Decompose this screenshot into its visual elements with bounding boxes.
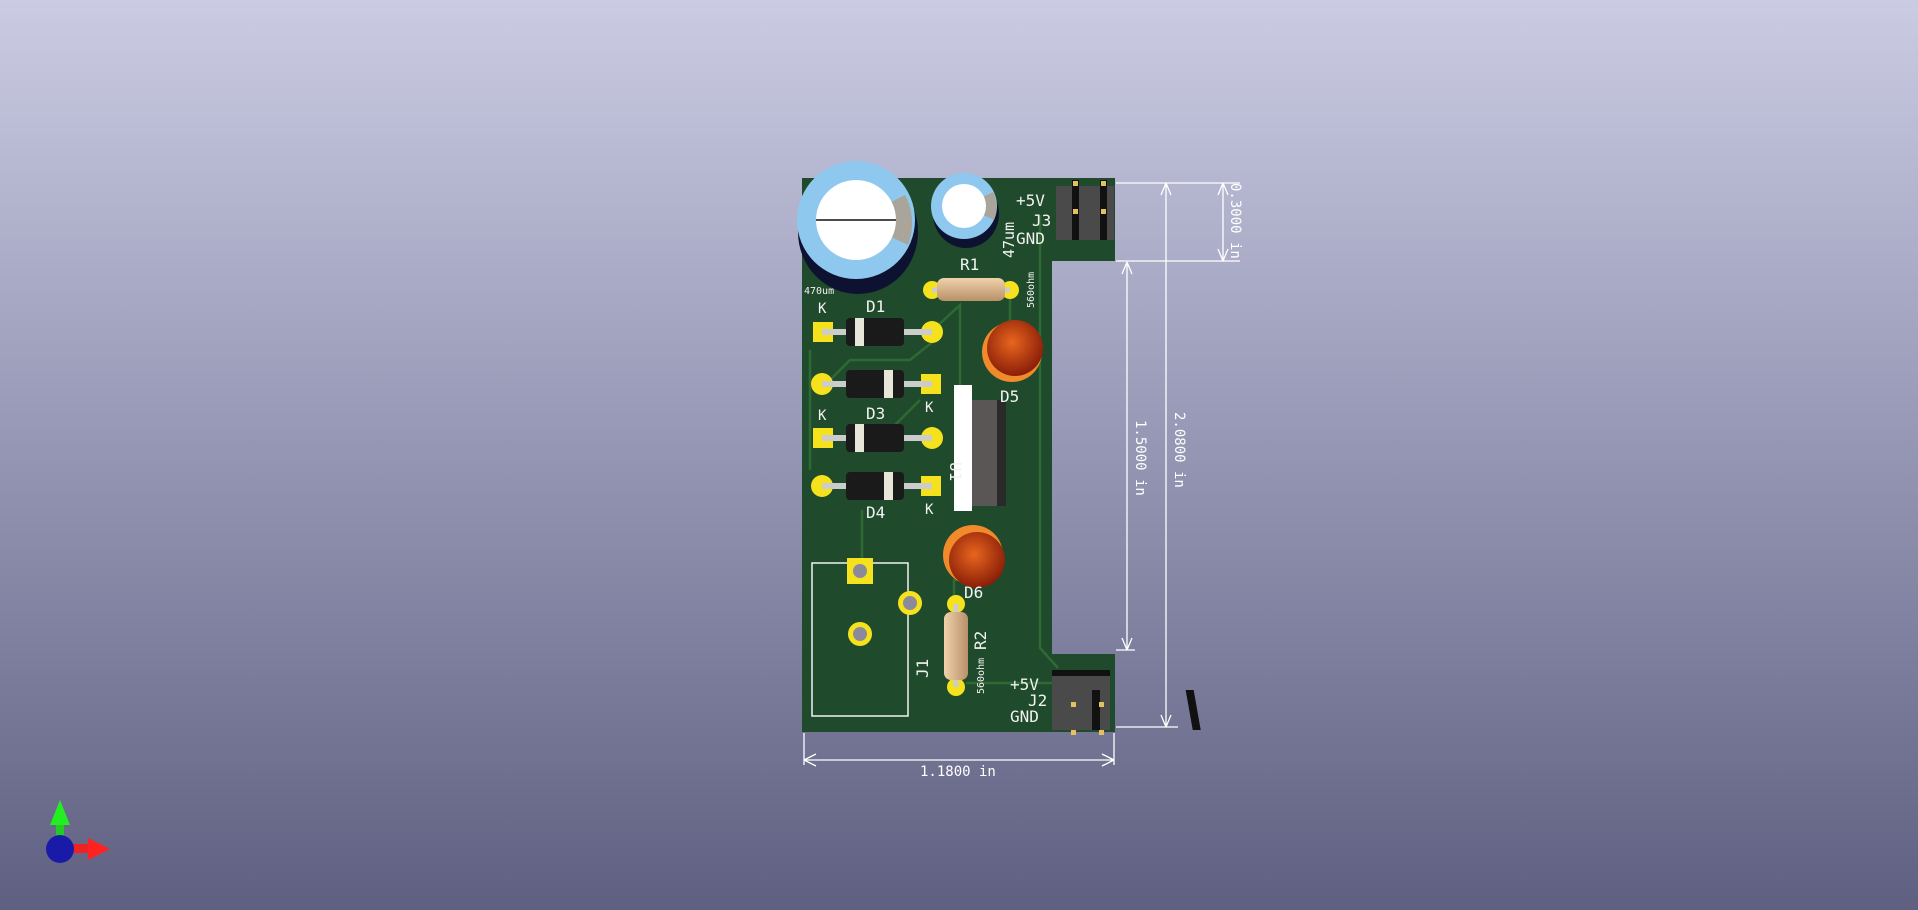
j2-gnd-label: GND bbox=[1010, 707, 1039, 726]
r2-label: R2 bbox=[971, 631, 990, 650]
d3-label: D3 bbox=[866, 404, 885, 423]
d1-cathode-label: K bbox=[818, 301, 827, 317]
capacitor-c-big[interactable]: 470um bbox=[797, 161, 918, 297]
j3-plus5v-label: +5V bbox=[1016, 191, 1045, 210]
d1-label: D1 bbox=[866, 297, 885, 316]
header-j3[interactable]: +5V J3 GND bbox=[1016, 180, 1114, 248]
d5-label: D5 bbox=[1000, 387, 1019, 406]
dimension-tab-label: 0.3000 in bbox=[1227, 183, 1243, 259]
diode-d4[interactable]: D4 K bbox=[811, 472, 941, 522]
axis-gizmo bbox=[46, 800, 110, 863]
j3-gnd-label: GND bbox=[1016, 229, 1045, 248]
j2-plus5v-label: +5V bbox=[1010, 675, 1039, 694]
resistor-r2[interactable]: R2 560ohm bbox=[944, 595, 990, 696]
d6-label: D6 bbox=[964, 583, 983, 602]
d2-cathode-label: K bbox=[925, 400, 934, 416]
y-axis-arrow-icon bbox=[56, 818, 64, 840]
diode-d2[interactable]: K bbox=[811, 370, 941, 416]
header-j2[interactable]: +5V J2 GND bbox=[1010, 670, 1201, 735]
j2-label: J2 bbox=[1028, 691, 1047, 710]
dimension-lines bbox=[803, 182, 1240, 767]
d3-cathode-label: K bbox=[818, 408, 827, 424]
dimension-notch-label: 1.5000 in bbox=[1132, 420, 1148, 496]
d4-cathode-label: K bbox=[925, 502, 934, 518]
x-axis-arrow-icon bbox=[70, 844, 92, 853]
y-axis-arrowhead-icon bbox=[50, 800, 70, 825]
regulator-u1[interactable]: U1 bbox=[946, 385, 1006, 511]
r1-value-label: 560ohm bbox=[1026, 272, 1037, 308]
u1-label: U1 bbox=[946, 462, 965, 481]
jack-j1[interactable]: J1 bbox=[811, 558, 932, 717]
j1-label: J1 bbox=[913, 659, 932, 678]
led-d5[interactable]: D5 bbox=[982, 320, 1043, 406]
c-small-value-label: 47um bbox=[1000, 222, 1018, 258]
d4-label: D4 bbox=[866, 503, 885, 522]
capacitor-c-small[interactable]: 47um bbox=[931, 173, 1018, 258]
resistor-r1[interactable]: R1 560ohm bbox=[923, 255, 1037, 308]
r1-label: R1 bbox=[960, 255, 979, 274]
c-big-value-label: 470um bbox=[804, 286, 834, 297]
j3-label: J3 bbox=[1032, 211, 1051, 230]
diode-d3[interactable]: D3 K bbox=[813, 404, 943, 452]
dimension-width-label: 1.1800 in bbox=[920, 764, 996, 780]
led-d6[interactable]: D6 bbox=[943, 525, 1005, 602]
x-axis-arrowhead-icon bbox=[88, 838, 110, 860]
r2-value-label: 560ohm bbox=[976, 658, 987, 694]
diode-d1[interactable]: D1 K bbox=[813, 297, 943, 346]
dimension-height-label: 2.0800 in bbox=[1171, 412, 1187, 488]
z-axis-ball-icon bbox=[46, 835, 74, 863]
